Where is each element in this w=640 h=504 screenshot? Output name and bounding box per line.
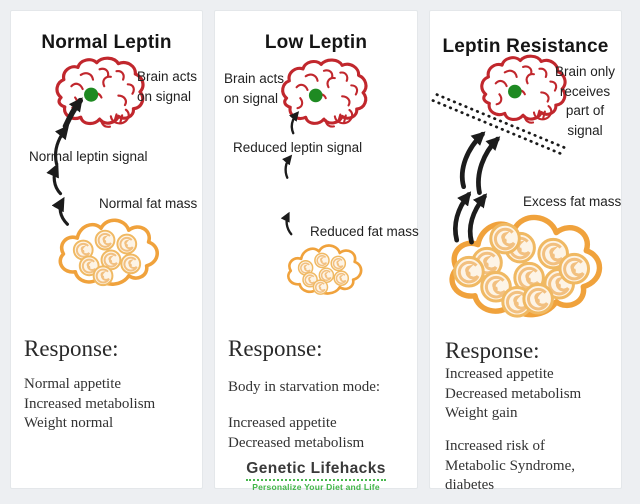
signal-label: Normal leptin signal (29, 149, 148, 164)
panel-normal-leptin: Normal Leptin Brain acts on signal Norma… (10, 10, 203, 489)
fat-cloud-icon (452, 217, 599, 316)
fat-mass-label: Normal fat mass (99, 196, 198, 211)
arrow-up-icon (467, 193, 488, 245)
page-title: Low Leptin (264, 32, 368, 53)
panel-leptin-resistance: Leptin Resistance Brain only receives pa… (429, 10, 622, 493)
response-heading: Response: (445, 338, 540, 363)
panel-2-illustration (280, 58, 368, 488)
leptin-signal-arrows (453, 131, 501, 245)
brain-label: Brain acts on signal (224, 71, 285, 106)
panel-1-illustration (46, 56, 202, 488)
response-list: Increased appetite Decreased metabolism … (445, 366, 582, 421)
arrow-up-icon (453, 191, 472, 243)
brand-logo: Genetic Lifehacks Personalize Your Diet … (215, 460, 417, 492)
page-title: Normal Leptin (41, 32, 172, 53)
page-title: Leptin Resistance (442, 36, 609, 57)
fat-cloud-icon (288, 245, 361, 294)
arrow-up-icon (53, 125, 70, 166)
response-heading: Response: (228, 336, 323, 361)
signal-block-dotted-line (431, 93, 567, 156)
fat-mass-label: Excess fat mass (523, 194, 622, 209)
response-intro: Body in starvation mode: (228, 379, 381, 395)
response-list: Normal appetite Increased metabolism Wei… (24, 376, 156, 431)
response-list-secondary: Increased risk of Metabolic Syndrome, di… (445, 438, 575, 493)
brain-label: Brain acts on signal (137, 69, 198, 104)
arrow-up-icon (288, 111, 300, 135)
arrow-up-icon (280, 211, 293, 236)
brand-name: Genetic Lifehacks (246, 460, 386, 481)
panel-low-leptin: Low Leptin Brain acts on signal Reduced … (214, 10, 419, 492)
brand-tagline: Personalize Your Diet and Life (252, 482, 380, 492)
arrow-up-icon (476, 136, 501, 195)
fat-mass-label: Reduced fat mass (310, 224, 419, 239)
brain-label: Brain only receives part of signal (554, 64, 616, 138)
response-list: Increased appetite Decreased metabolism (228, 415, 365, 451)
signal-label: Reduced leptin signal (233, 140, 363, 155)
arrow-up-icon (46, 163, 63, 196)
arrow-up-icon (51, 196, 69, 226)
leptin-signal-arrows (46, 97, 83, 226)
fat-cloud-icon (60, 220, 157, 285)
leptin-signal-arrows (280, 111, 300, 236)
arrow-to-brain-icon (62, 97, 83, 130)
arrow-up-icon (282, 154, 293, 179)
panel-3-illustration (431, 54, 621, 488)
arrow-up-icon (460, 131, 486, 190)
response-heading: Response: (24, 336, 119, 361)
